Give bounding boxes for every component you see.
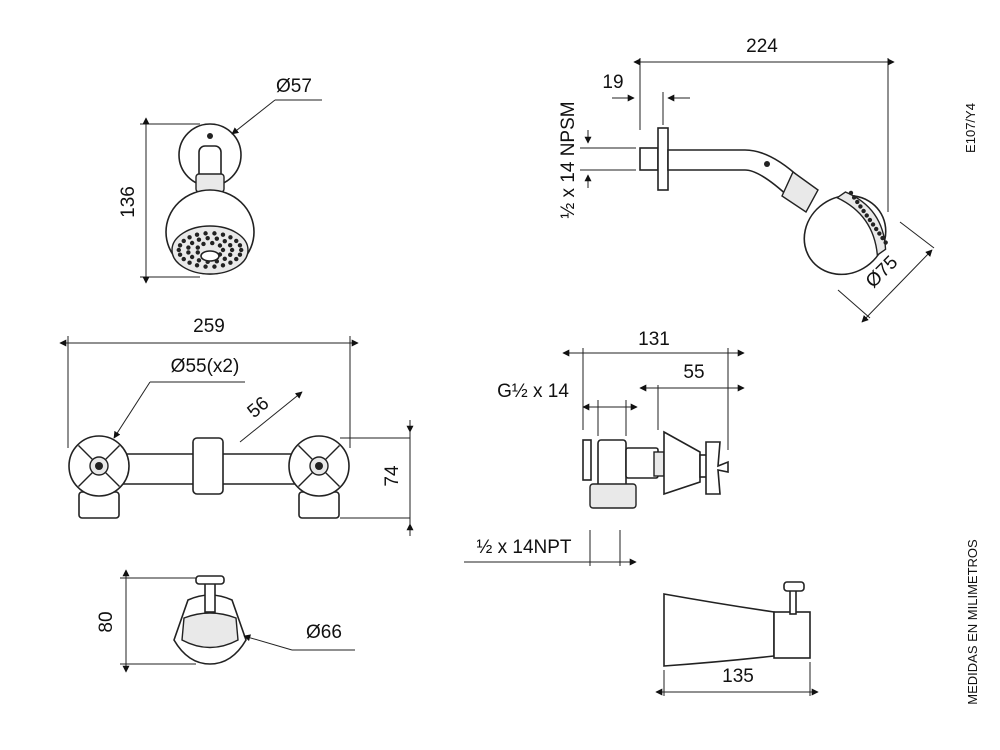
units-note: MEDIDAS EN MILIMETROS	[965, 539, 980, 705]
nozzle-dot	[229, 247, 235, 253]
nozzle-dot	[194, 263, 200, 268]
nozzle-dot	[861, 208, 866, 214]
nozzle-dot	[858, 204, 863, 209]
nozzle-dot	[186, 250, 191, 255]
nozzle-dot	[196, 258, 202, 263]
knob-spoke	[104, 471, 121, 488]
mixer-width-label: 259	[193, 316, 225, 337]
mixer-depth-label: 131	[638, 329, 670, 350]
nozzle-dot	[203, 264, 208, 269]
mixer-front-view	[59, 336, 414, 536]
nozzle-dot	[870, 222, 876, 227]
nozzle-dot	[883, 240, 888, 245]
nozzle-dot	[234, 238, 239, 244]
mixer-side-view	[464, 348, 745, 566]
mixer-knob-depth-label: 55	[683, 362, 704, 383]
nozzle-dot	[189, 240, 195, 246]
nozzle-dot	[195, 245, 200, 250]
nozzle-dot	[176, 247, 181, 253]
spout-front-view	[120, 569, 355, 673]
nozzle-dot	[205, 235, 210, 241]
nozzle-dot	[851, 195, 857, 200]
nozzle-dot	[228, 260, 233, 265]
drawing-code: E107/Y4	[963, 103, 978, 153]
nozzle-dot	[181, 256, 186, 262]
nozzle-dot	[237, 243, 243, 248]
shower-head-front-view	[140, 99, 322, 284]
nozzle-dot	[855, 199, 860, 205]
knob-spoke	[77, 471, 94, 488]
nozzle-dot	[186, 245, 191, 250]
nozzle-dot	[177, 252, 183, 257]
nozzle-dot	[194, 232, 200, 237]
nozzle-dot	[220, 263, 226, 268]
knob-spoke	[297, 471, 314, 488]
nozzle-dot	[880, 235, 885, 241]
knob-spoke	[324, 471, 341, 488]
nozzle-dot	[217, 243, 223, 248]
mixer-height-label: 74	[382, 465, 403, 487]
shower-arm-offset-label: 19	[602, 72, 623, 93]
nozzle-dot	[187, 260, 192, 265]
nozzle-dot	[201, 241, 206, 247]
nozzle-dot	[203, 231, 208, 236]
mixer-knob-diameter-label: Ø55(x2)	[171, 356, 240, 377]
shower-head-side-view	[580, 58, 935, 323]
nozzle-dot	[227, 252, 233, 258]
spout-diameter-label: Ø66	[306, 622, 342, 643]
nozzle-dot	[212, 264, 217, 269]
nozzle-dot	[237, 252, 243, 257]
shower-thread-label: ½ x 14 NPSM	[558, 101, 579, 218]
nozzle-dot	[234, 256, 239, 262]
nozzle-dot	[864, 213, 869, 218]
nozzle-dot	[877, 231, 882, 236]
nozzle-dot	[228, 235, 233, 240]
knob-spoke	[104, 444, 121, 461]
nozzle-dot	[189, 254, 195, 260]
shower-arm-length-label: 224	[746, 36, 778, 57]
nozzle-dot	[867, 217, 873, 223]
nozzle-dot	[222, 256, 227, 262]
nozzle-dot	[848, 190, 854, 196]
nozzle-dot	[181, 238, 186, 244]
knob-spoke	[324, 444, 341, 461]
knob-spoke	[297, 444, 314, 461]
shower-head-height-label: 136	[118, 186, 139, 218]
nozzle-dot	[212, 231, 217, 236]
nozzle-dot	[195, 250, 200, 255]
nozzle-dot	[227, 242, 233, 248]
nozzle-dot	[177, 243, 183, 248]
knob-spoke	[77, 444, 94, 461]
mixer-inlet-thread-label: G½ x 14	[497, 381, 569, 402]
nozzle-dot	[874, 226, 879, 232]
nozzle-dot	[196, 237, 202, 242]
nozzle-dot	[214, 236, 220, 241]
nozzle-dot	[222, 238, 227, 244]
nozzle-dot	[187, 235, 192, 240]
spout-side-view	[655, 581, 819, 696]
spout-length-label: 135	[722, 666, 754, 687]
mixer-outlet-thread-label: ½ x 14NPT	[476, 537, 571, 558]
shower-head-diameter-label: Ø57	[276, 76, 312, 97]
nozzle-dot	[220, 247, 226, 253]
nozzle-dot	[239, 247, 244, 253]
spout-height-label: 80	[96, 611, 117, 632]
nozzle-dot	[210, 240, 215, 246]
nozzle-dot	[220, 232, 226, 237]
